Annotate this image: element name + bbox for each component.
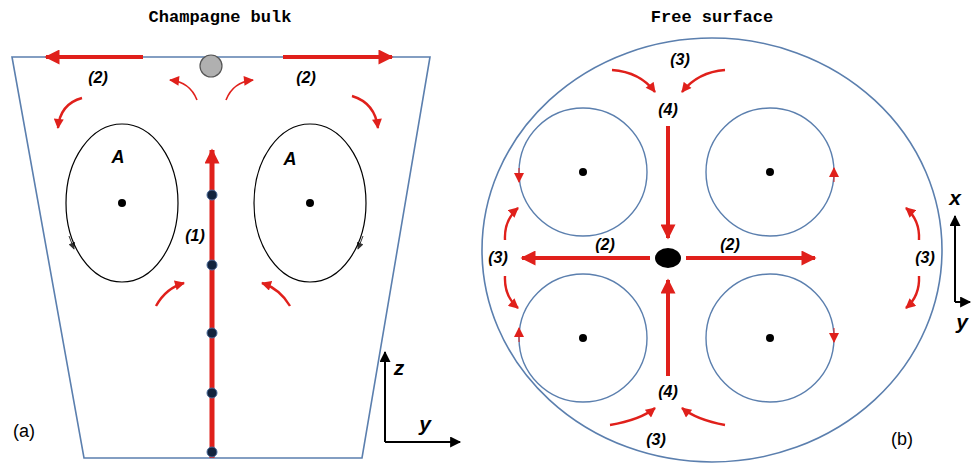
- flow-arrow: [226, 80, 253, 100]
- vortex-cell: [519, 274, 647, 402]
- bubble: [207, 447, 217, 457]
- streamline-ellipse: [254, 124, 366, 282]
- bubble: [207, 190, 217, 200]
- vortex-cell: [706, 108, 834, 236]
- vortex-center: [579, 168, 587, 176]
- bubble: [207, 328, 217, 338]
- surface-flow-arrow: [666, 126, 670, 238]
- bubble: [207, 260, 217, 270]
- ellipse-outline: [253, 123, 367, 283]
- rotation-arrow: [834, 168, 835, 182]
- rotation-arrow: [519, 168, 520, 182]
- glass-outline: [12, 57, 430, 458]
- axis-arrow: [954, 216, 956, 302]
- flow-arrow: [58, 98, 82, 128]
- flow-arrow: [170, 80, 197, 100]
- surface-flow-arrow: [666, 280, 670, 376]
- surface-outline: [482, 38, 942, 462]
- flow-number: (2): [88, 69, 108, 87]
- vortex-cell: [519, 108, 647, 236]
- flow-number: (2): [720, 236, 740, 254]
- panel-heading: Champagne bulk: [149, 9, 292, 28]
- flow-number: (2): [595, 236, 615, 254]
- vortex-cell: [706, 274, 834, 402]
- vortex-center: [306, 199, 314, 207]
- flow-arrow: [682, 70, 725, 92]
- vortex-center: [579, 334, 587, 342]
- surface-flow-arrow: [46, 55, 143, 59]
- flow-arrow: [156, 283, 184, 306]
- flow-number: (1): [185, 227, 205, 245]
- surface-flow-arrow: [522, 256, 650, 260]
- flow-arrow: [505, 276, 518, 308]
- flow-number: (2): [296, 69, 316, 87]
- flow-arrow: [352, 96, 378, 128]
- axis-arrow: [955, 301, 970, 303]
- flow-number: (4): [658, 101, 678, 119]
- panel-heading: Free surface: [651, 9, 773, 28]
- rotation-arrow: [834, 328, 835, 342]
- surface-bubble: [200, 55, 222, 77]
- vortex-center: [118, 199, 126, 207]
- panel-letter: (a): [13, 422, 35, 442]
- flow-arrow: [612, 70, 655, 92]
- vortex-label: A: [284, 150, 297, 170]
- axis-label: y: [419, 412, 431, 435]
- flow-arrow: [262, 283, 290, 306]
- axis-arrow: [385, 441, 460, 443]
- flow-number: (3): [646, 431, 666, 449]
- flow-arrow: [682, 408, 725, 425]
- ellipse-outline: [65, 123, 179, 283]
- bubble-column-top: [655, 248, 681, 268]
- vortex-label: A: [112, 148, 125, 168]
- surface-flow-arrow: [283, 55, 392, 59]
- flow-arrow: [906, 208, 919, 240]
- flow-arrow: [505, 208, 518, 240]
- vortex-ellipse: A: [65, 123, 179, 283]
- flow-number: (3): [488, 249, 508, 267]
- surface-flow-arrow: [686, 256, 815, 260]
- flow-number: (4): [658, 383, 678, 401]
- axis-label: z: [394, 356, 405, 379]
- vortex-ellipse: A: [253, 123, 367, 283]
- flow-number: (3): [915, 249, 935, 267]
- streamline-ellipse: [66, 124, 178, 282]
- flow-arrow: [906, 276, 919, 308]
- flow-arrow: [610, 408, 655, 425]
- axis-label: y: [956, 310, 968, 333]
- flow-number: (3): [670, 51, 690, 69]
- vortex-center: [766, 334, 774, 342]
- vortex-center: [766, 168, 774, 176]
- axis-arrow: [384, 352, 386, 442]
- bubble: [207, 388, 217, 398]
- axis-label: x: [949, 186, 961, 209]
- panel-letter: (b): [891, 430, 913, 450]
- rotation-arrow: [519, 328, 520, 342]
